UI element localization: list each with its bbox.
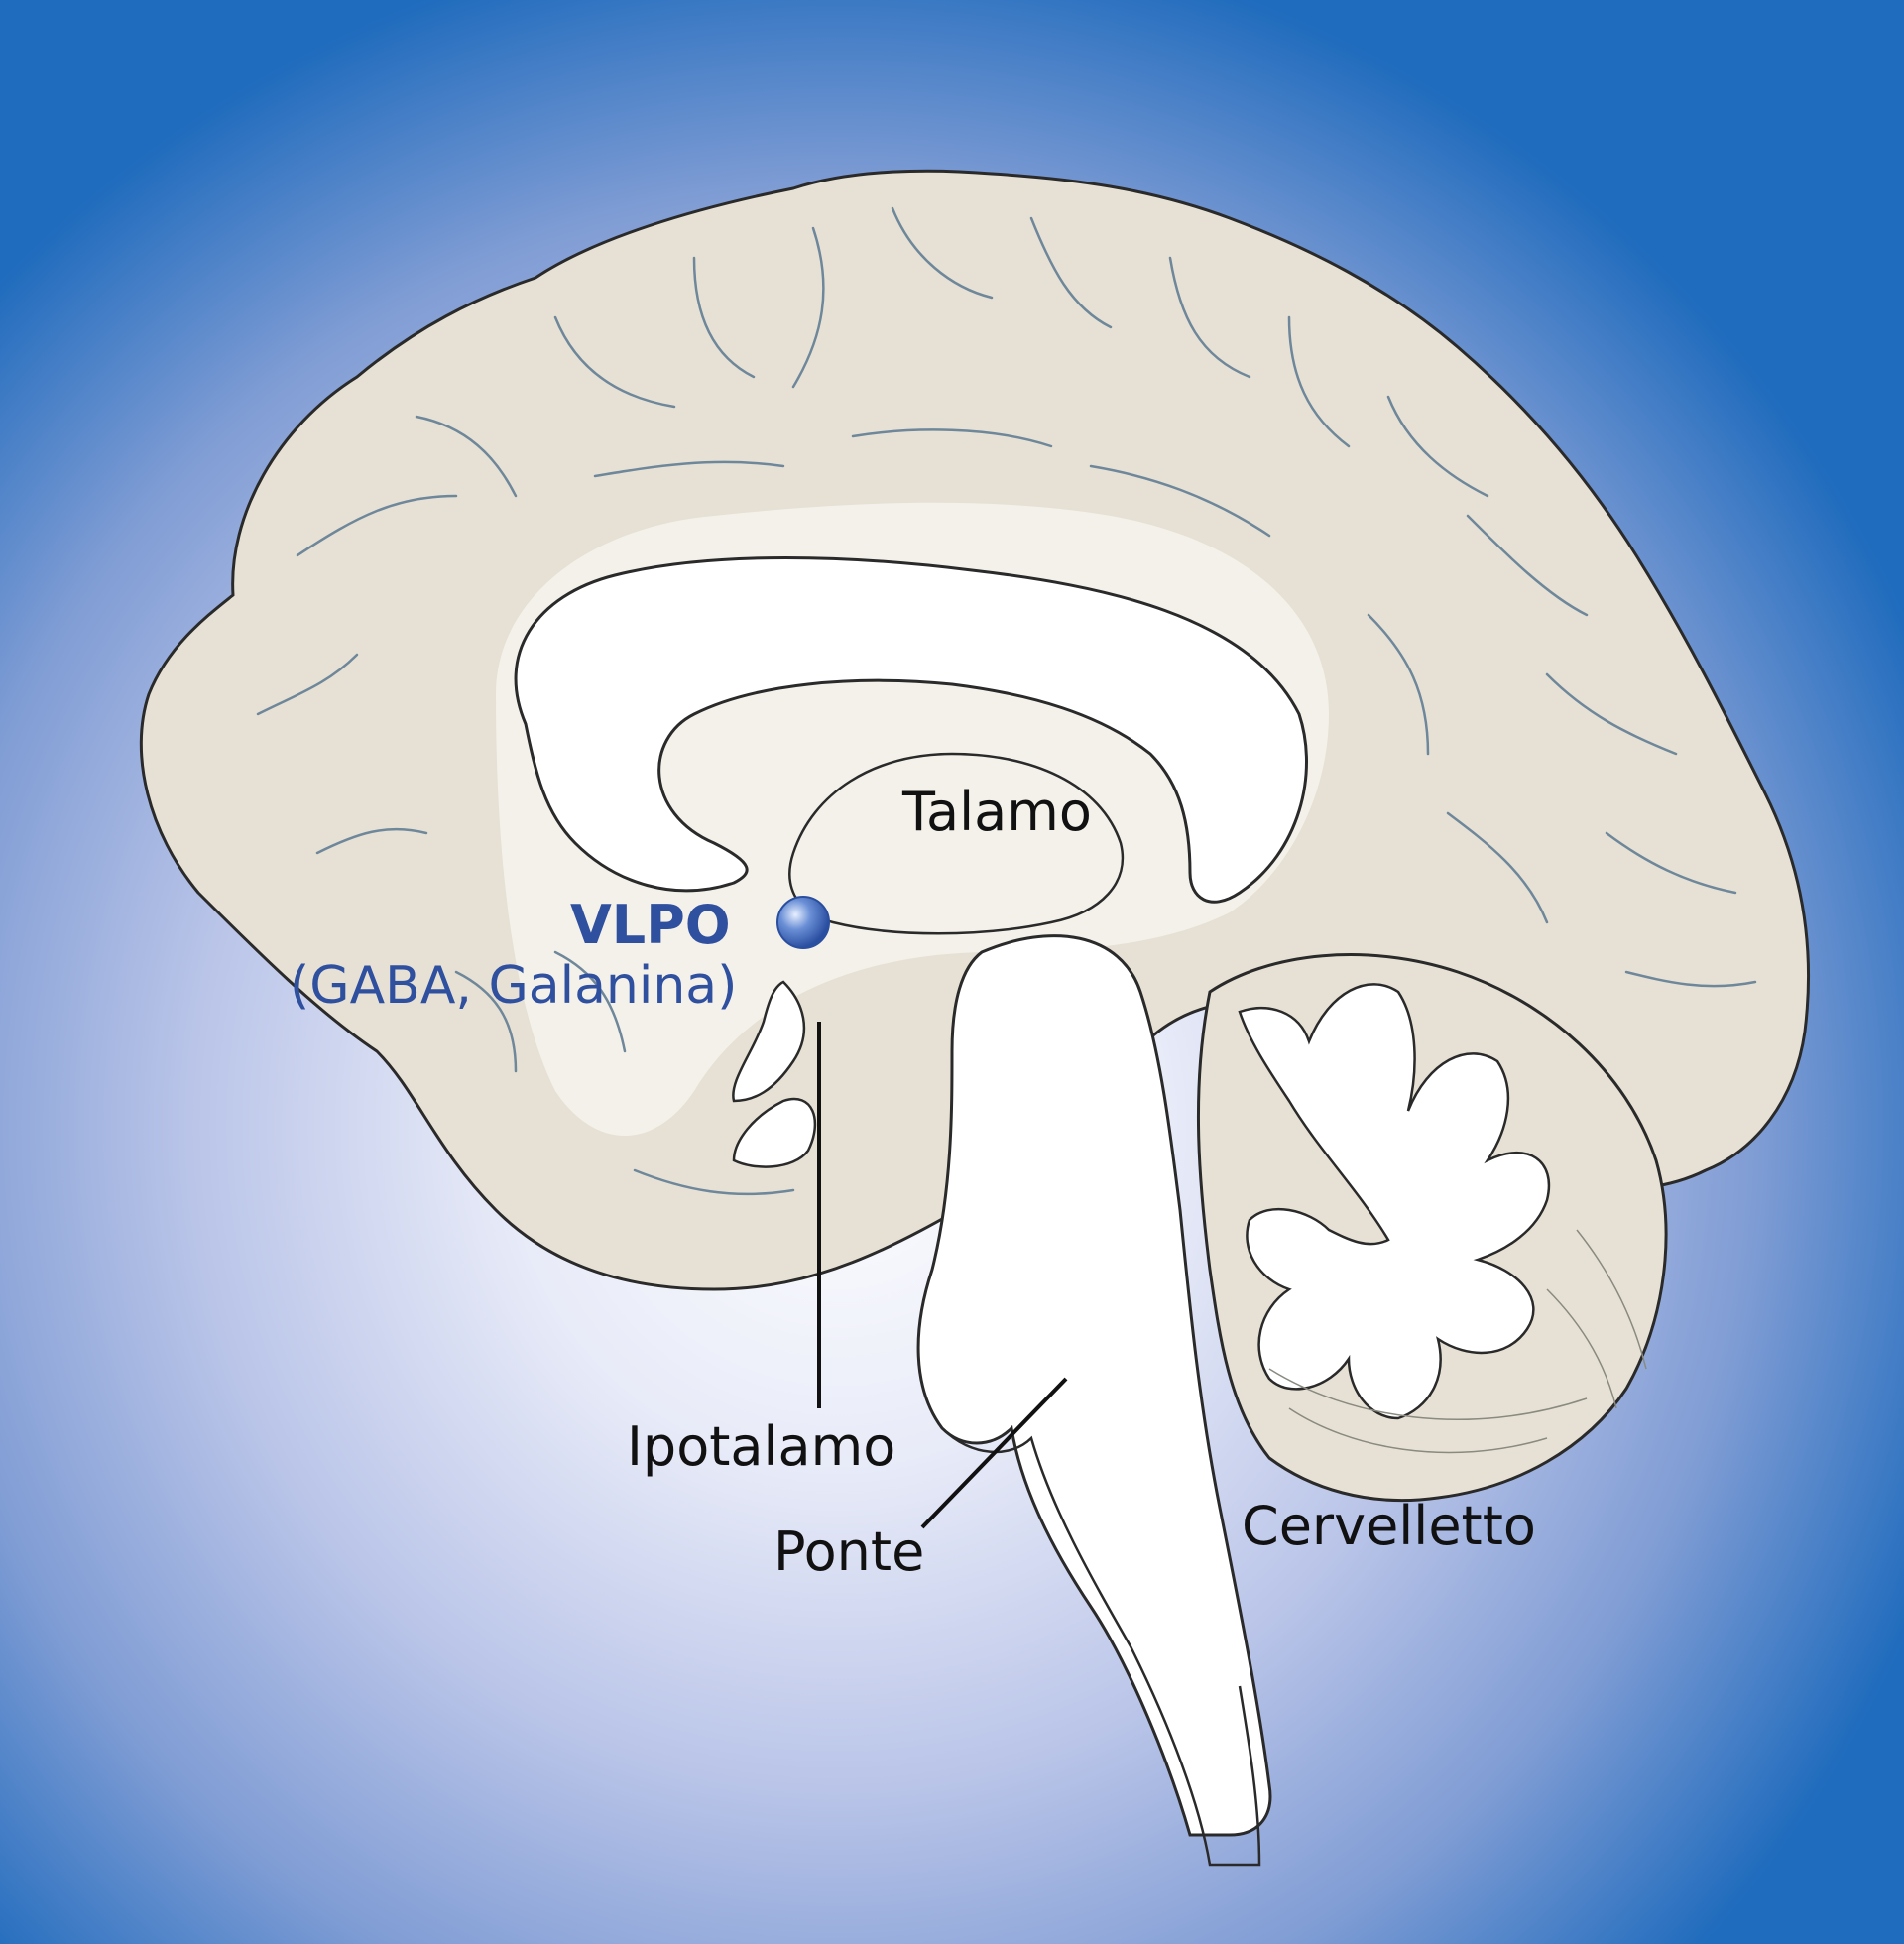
- arbor-vitae: [1238, 983, 1551, 1420]
- hypothalamus-region: [732, 980, 806, 1103]
- label-cervelletto: Cervelletto: [1242, 1495, 1536, 1557]
- label-vlpo: VLPO: [570, 894, 731, 956]
- cerebellum-folia: [1268, 1229, 1647, 1454]
- brainstem: [916, 934, 1272, 1837]
- label-ponte: Ponte: [774, 1520, 925, 1583]
- cortical-sulci: [256, 206, 1757, 1196]
- label-vlpo-neurotransmitters: (GABA, Galanina): [290, 956, 738, 1016]
- corpus-callosum: [514, 556, 1308, 904]
- thalamus: [788, 752, 1125, 935]
- label-ipotalamo: Ipotalamo: [627, 1415, 896, 1478]
- label-talamo: Talamo: [902, 781, 1092, 843]
- optic-chiasm: [732, 1097, 817, 1168]
- brainstem-sheath: [941, 1427, 1261, 1867]
- ponte-leader: [920, 1377, 1068, 1529]
- vlpo-marker: [776, 896, 830, 949]
